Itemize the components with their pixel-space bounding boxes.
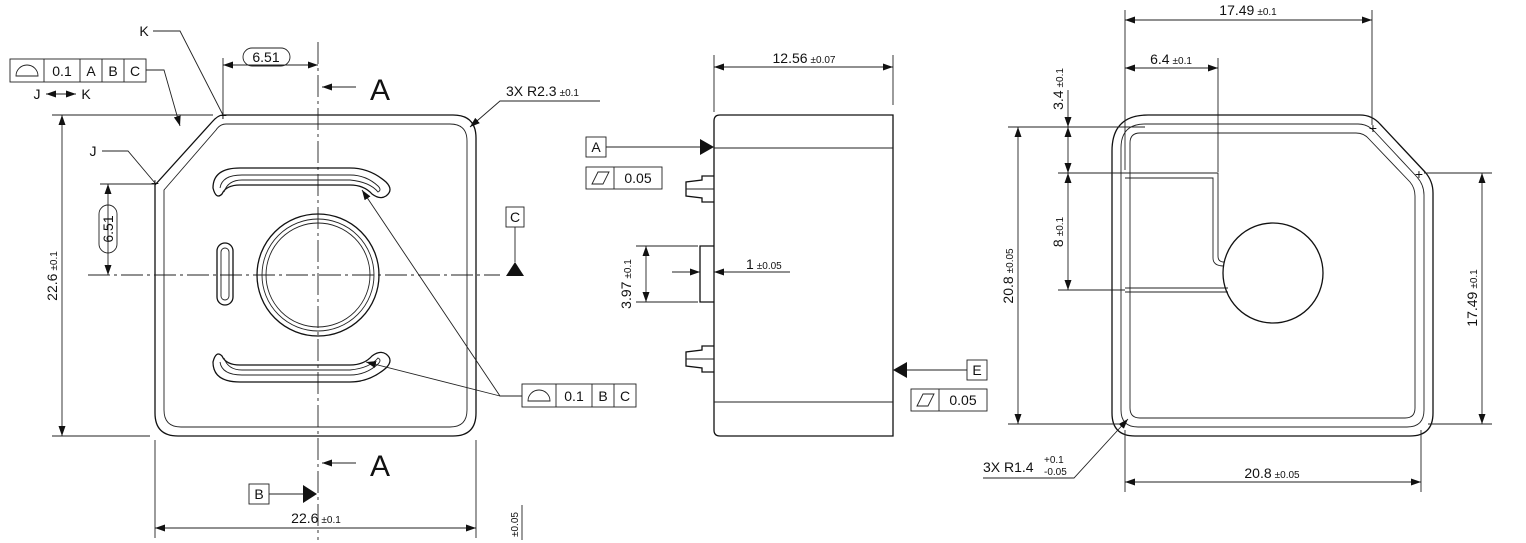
rear-radius-tol-minus: -0.05 xyxy=(1044,467,1067,478)
flatness-icon xyxy=(591,171,610,185)
front-small-slot xyxy=(216,242,234,306)
fcf-top-leader xyxy=(146,69,181,127)
front-center-bore-outer xyxy=(256,213,380,337)
stray-tolerance: ±0.05 xyxy=(510,512,521,537)
front-fcf-top: 0.1 A B C xyxy=(9,58,147,83)
front-center-bore-inner xyxy=(265,222,371,328)
datum-b: B xyxy=(254,486,263,502)
section-label-bottom: A xyxy=(370,450,390,483)
side-body-outline xyxy=(713,114,894,437)
side-width-dim: 12.56±0.07 xyxy=(773,50,836,66)
datum-e-triangle xyxy=(893,362,907,378)
basic-dim-left: 6.51 xyxy=(100,215,116,242)
label-k: K xyxy=(139,23,149,39)
flatness-frame-e: 0.05 xyxy=(910,388,988,412)
datum-b-triangle xyxy=(303,485,317,503)
rear-radius-note: 3X R1.4 xyxy=(983,459,1034,475)
flatness-e-tolerance: 0.05 xyxy=(949,392,976,408)
datum-c-triangle xyxy=(506,262,524,276)
datum-e: E xyxy=(972,362,981,378)
rear-inner-rim xyxy=(1120,123,1425,428)
front-small-slot-inner xyxy=(220,247,230,301)
fcf-slots-leader-top xyxy=(361,189,522,397)
rear-view: + + 17.49±0.1 6.4±0.1 3.4±0.1 8±0.1 xyxy=(983,2,1492,492)
fcf-slots-leader-bottom xyxy=(365,361,501,397)
rear-body-outline xyxy=(1111,114,1434,437)
flatness-frame-a: 0.05 xyxy=(585,166,663,190)
leader-k xyxy=(153,30,224,116)
section-label-top: A xyxy=(370,74,390,107)
front-body-outline xyxy=(154,114,477,437)
front-center-bore-mid xyxy=(261,218,375,332)
flatness-icon xyxy=(916,393,935,407)
radius-leader xyxy=(469,100,600,128)
front-fcf-slots: 0.1 B C xyxy=(521,383,637,408)
rear-channel-top-inner xyxy=(1125,177,1225,267)
width-dim: 22.6±0.1 xyxy=(291,510,341,526)
radius-note: 3X R2.3±0.1 xyxy=(506,83,579,99)
fcf-top-datum-3: C xyxy=(130,63,140,79)
datum-c: C xyxy=(510,209,520,225)
front-body-inner-edge xyxy=(163,123,468,428)
rear-inner-floor xyxy=(1129,132,1416,419)
label-j: J xyxy=(90,143,97,159)
profile-of-surface-icon xyxy=(527,389,551,402)
rear-radius-tol-plus: +0.1 xyxy=(1044,455,1064,466)
fcf-slots-tolerance: 0.1 xyxy=(564,388,584,404)
front-view: 0.1 A B C J K K + J + 6.51 6.51 A xyxy=(9,23,637,540)
basic-dim-top-frame xyxy=(242,47,291,67)
basic-dim-left-frame xyxy=(98,204,118,254)
fcf-top-tolerance: 0.1 xyxy=(52,63,72,79)
front-top-slot xyxy=(212,167,391,199)
point-j-mark: + xyxy=(151,175,159,191)
front-top-slot-inner xyxy=(219,174,381,193)
rear-round-pad xyxy=(1222,222,1324,324)
rear-top-width-dim: 17.49±0.1 xyxy=(1219,2,1277,18)
datum-e-frame xyxy=(966,359,988,381)
fcf-slots-datum-1: B xyxy=(598,388,607,404)
rear-corner-mark-2: + xyxy=(1415,166,1423,182)
rear-channel-top xyxy=(1125,172,1225,263)
between-label-k: K xyxy=(81,86,91,102)
basic-dim-top: 6.51 xyxy=(252,49,279,65)
fcf-top-datum-2: B xyxy=(108,63,117,79)
front-bottom-slot xyxy=(212,351,391,383)
fcf-top-datum-1: A xyxy=(86,63,96,79)
rear-bottom-width-dim: 20.8±0.05 xyxy=(1244,465,1300,481)
flatness-a-tolerance: 0.05 xyxy=(624,170,651,186)
rear-corner-mark-1: + xyxy=(1369,120,1377,136)
height-dim: 22.6±0.1 xyxy=(44,251,60,301)
boss-height-dim: 3.97±0.1 xyxy=(618,259,634,309)
fcf-slots-datum-2: C xyxy=(620,388,630,404)
rear-height-dim: 20.8±0.05 xyxy=(1000,248,1016,304)
boss-depth-dim: 1±0.05 xyxy=(746,256,782,272)
rear-offset-dim: 6.4±0.1 xyxy=(1150,51,1192,67)
leader-j xyxy=(102,150,156,184)
rear-right-height-dim: 17.49±0.1 xyxy=(1464,269,1480,327)
datum-a-triangle xyxy=(700,139,714,155)
between-label-j: J xyxy=(34,86,41,102)
datum-a: A xyxy=(591,139,601,155)
front-bottom-slot-inner xyxy=(219,357,381,376)
rear-slot-dim: 8±0.1 xyxy=(1050,216,1066,247)
profile-of-surface-icon xyxy=(15,64,39,77)
side-boss xyxy=(699,245,714,303)
side-view: 12.56±0.07 A 0.05 3.97±0.1 1±0.05 xyxy=(585,50,988,437)
rear-radius-leader xyxy=(983,418,1129,479)
rear-top-offset-dim: 3.4±0.1 xyxy=(1050,68,1066,110)
